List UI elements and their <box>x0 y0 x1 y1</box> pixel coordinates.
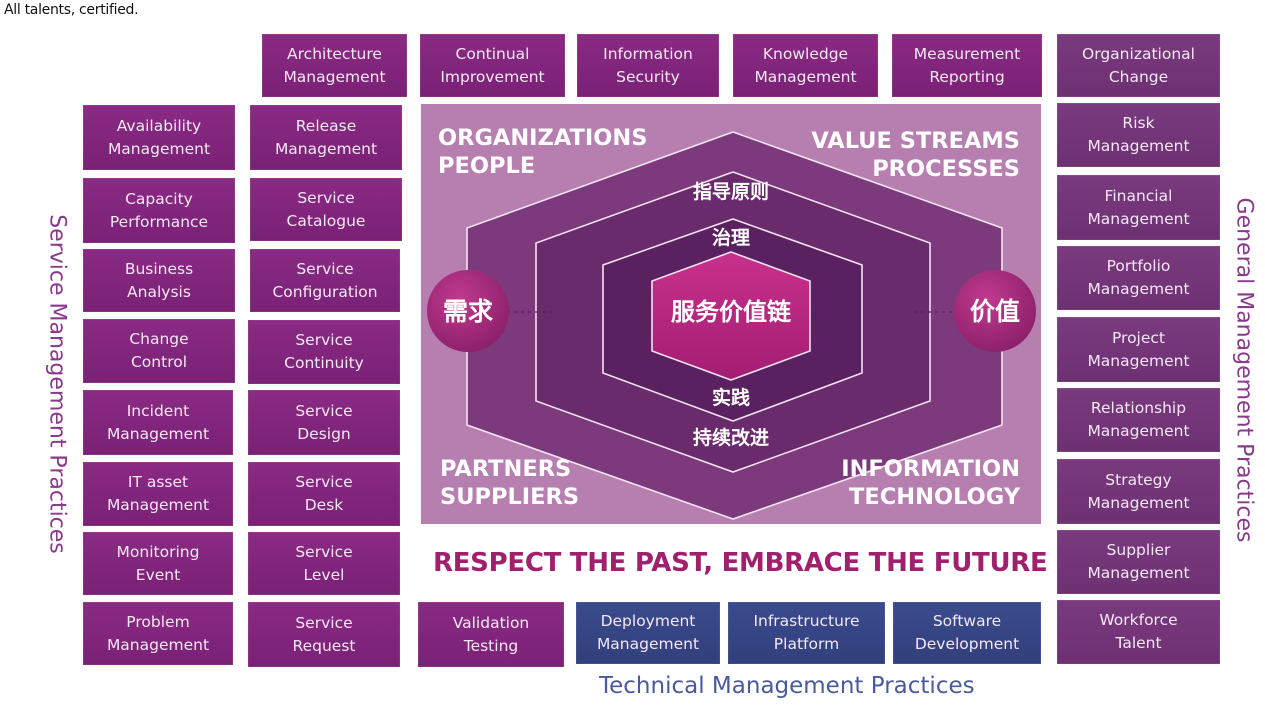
service-management-practices-label: Service Management Practices <box>44 214 70 554</box>
tile-architecture-management[interactable]: Architecture Management <box>262 34 407 97</box>
tile-risk-management[interactable]: Risk Management <box>1057 103 1220 167</box>
tile-organizational-change[interactable]: Organizational Change <box>1057 34 1220 97</box>
tile-deployment-management[interactable]: Deployment Management <box>576 602 720 664</box>
tile-problem-management[interactable]: Problem Management <box>83 602 233 665</box>
tile-it-asset-management[interactable]: IT asset Management <box>83 462 233 526</box>
tile-service-catalogue[interactable]: Service Catalogue <box>250 178 402 241</box>
corner-bl-line1: PARTNERS <box>440 456 571 482</box>
tile-availability-management[interactable]: Availability Management <box>83 105 235 170</box>
tile-information-security[interactable]: Information Security <box>577 34 719 97</box>
tile-supplier-management[interactable]: Supplier Management <box>1057 530 1220 594</box>
demand-circle <box>427 270 509 352</box>
center-panel <box>421 104 1041 524</box>
tile-continual-improvement[interactable]: Continual Improvement <box>420 34 565 97</box>
tile-service-continuity[interactable]: Service Continuity <box>248 320 400 384</box>
tile-financial-management[interactable]: Financial Management <box>1057 175 1220 240</box>
tile-software-development[interactable]: Software Development <box>893 602 1041 664</box>
corner-br-line2: TECHNOLOGY <box>849 484 1021 510</box>
tile-change-control[interactable]: Change Control <box>83 319 235 383</box>
hexagon-core <box>651 251 811 381</box>
corner-tr-line2: PROCESSES <box>872 156 1020 182</box>
hexagon-outer <box>466 131 1003 520</box>
hexagon-middle <box>535 171 931 473</box>
tile-business-analysis[interactable]: Business Analysis <box>83 249 235 312</box>
hexagon-inner <box>602 218 863 422</box>
tile-workforce-talent[interactable]: Workforce Talent <box>1057 600 1220 664</box>
tile-service-configuration[interactable]: Service Configuration <box>250 249 400 312</box>
ring-governance: 治理 <box>712 226 750 249</box>
tile-release-management[interactable]: Release Management <box>250 105 402 170</box>
value-label: 价值 <box>970 297 1020 326</box>
tile-monitoring-event[interactable]: Monitoring Event <box>83 532 233 595</box>
tile-service-request[interactable]: Service Request <box>248 602 400 667</box>
demand-label: 需求 <box>443 297 493 326</box>
slogan: RESPECT THE PAST, EMBRACE THE FUTURE <box>433 548 1048 578</box>
corner-bl-line2: SUPPLIERS <box>440 484 579 510</box>
ring-continual-improvement: 持续改进 <box>693 426 769 449</box>
tile-service-design[interactable]: Service Design <box>248 390 400 455</box>
tile-service-desk[interactable]: Service Desk <box>248 462 400 526</box>
ring-guiding-principles: 指导原则 <box>693 181 769 203</box>
tile-measurement-reporting[interactable]: Measurement Reporting <box>892 34 1042 97</box>
tile-portfolio-management[interactable]: Portfolio Management <box>1057 246 1220 310</box>
tagline: All talents, certified. <box>4 2 139 18</box>
core-service-value-chain: 服务价值链 <box>671 298 792 326</box>
tile-project-management[interactable]: Project Management <box>1057 317 1220 382</box>
tile-relationship-management[interactable]: Relationship Management <box>1057 388 1220 452</box>
corner-br-line1: INFORMATION <box>841 456 1020 482</box>
tile-infrastructure-platform[interactable]: Infrastructure Platform <box>728 602 885 664</box>
tile-knowledge-management[interactable]: Knowledge Management <box>733 34 878 97</box>
corner-tl-line1: ORGANIZATIONS <box>438 125 647 151</box>
value-circle <box>954 270 1036 352</box>
tile-service-level[interactable]: Service Level <box>248 532 400 595</box>
tile-validation-testing[interactable]: Validation Testing <box>418 602 564 667</box>
general-management-practices-label: General Management Practices <box>1231 197 1257 543</box>
tile-capacity-performance[interactable]: Capacity Performance <box>83 178 235 243</box>
tile-incident-management[interactable]: Incident Management <box>83 390 233 455</box>
corner-tl-line2: PEOPLE <box>438 153 535 179</box>
ring-practices: 实践 <box>712 386 750 409</box>
tile-strategy-management[interactable]: Strategy Management <box>1057 459 1220 524</box>
technical-management-practices-label: Technical Management Practices <box>599 673 975 699</box>
corner-tr-line1: VALUE STREAMS <box>811 128 1020 154</box>
